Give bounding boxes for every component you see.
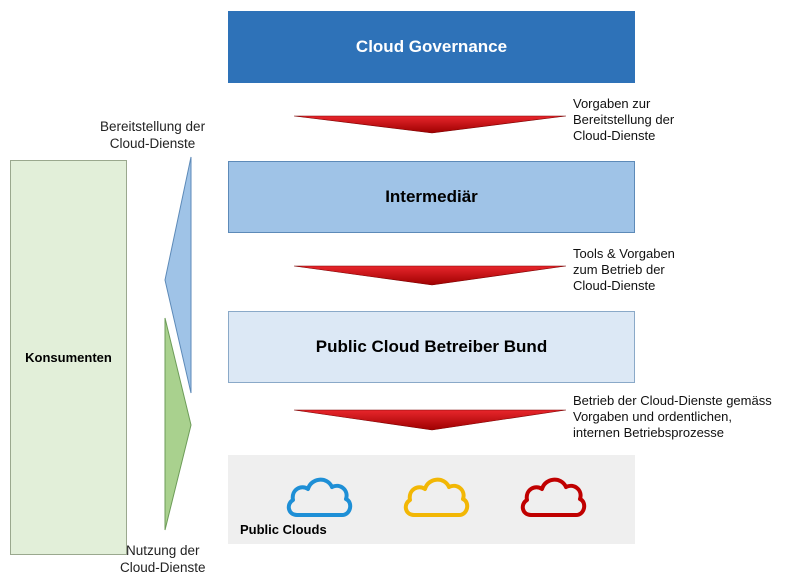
konsumenten-box: Konsumenten [10,160,127,555]
bereitstellung-wedge [164,156,192,394]
arrow-intermediaer-to-betreiber [293,265,567,286]
note-tools: Tools & Vorgaben zum Betrieb der Cloud-D… [573,246,675,293]
konsumenten-label: Konsumenten [25,350,112,365]
cloud-governance-label: Cloud Governance [355,37,508,56]
bereitstellung-label: Bereitstellung der Cloud-Dienste [100,119,206,151]
nutzung-label: Nutzung der Cloud-Dienste [120,543,206,575]
public-cloud-betreiber-box: Public Cloud Betreiber Bund [228,311,635,383]
cloud-governance-box: Cloud Governance [228,11,635,83]
public-cloud-betreiber-label: Public Cloud Betreiber Bund [315,337,548,356]
note-betrieb: Betrieb der Cloud-Dienste gemäss Vorgabe… [573,393,772,440]
cloud-icon-blue [286,477,353,517]
intermediaer-label: Intermediär [385,187,478,206]
note-vorgaben: Vorgaben zur Bereitstellung der Cloud-Di… [573,96,675,143]
cloud-icon-red [520,477,587,517]
arrow-governance-to-intermediaer [293,115,567,134]
cloud-icon-yellow [403,477,470,517]
public-clouds-box: Public Clouds [228,455,635,544]
public-clouds-label: Public Clouds [240,522,327,537]
intermediaer-box: Intermediär [228,161,635,233]
nutzung-wedge [164,317,192,531]
arrow-betreiber-to-public-clouds [293,409,567,431]
